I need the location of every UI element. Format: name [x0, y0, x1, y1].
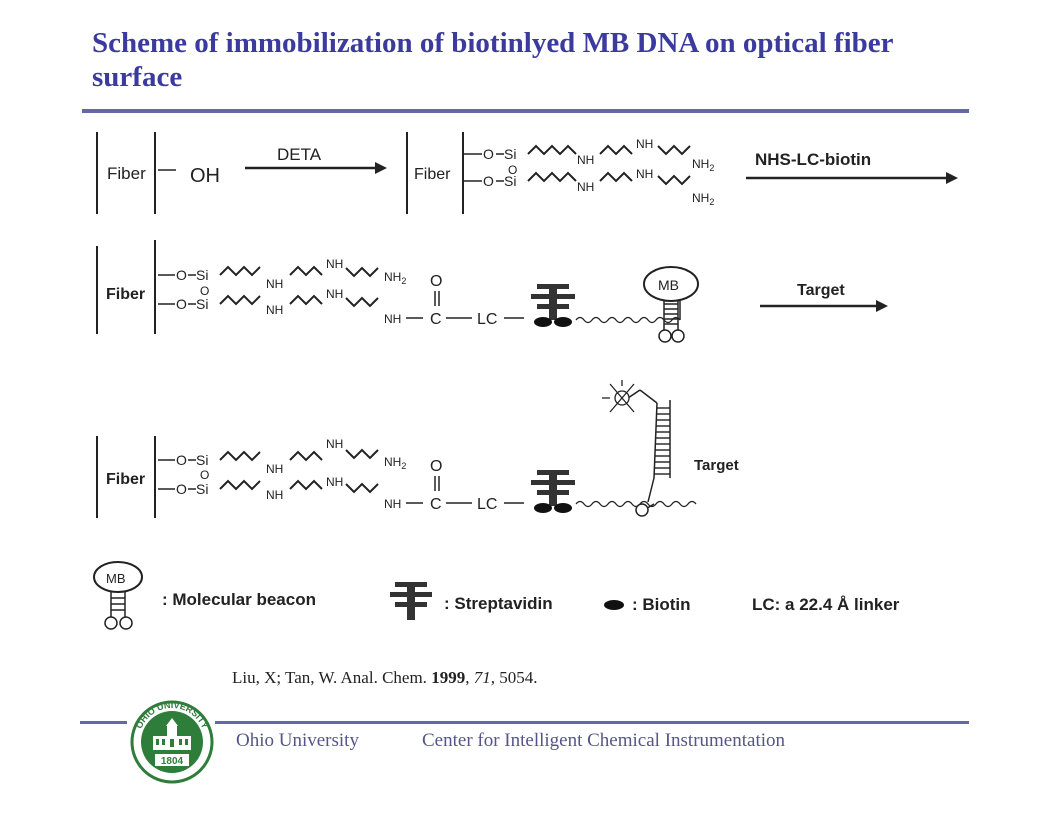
row1-nh2-a: NH2	[692, 157, 714, 173]
row1-reaction: Fiber OH DETA Fiber O Si O O Si NH NH NH…	[96, 132, 958, 214]
row2-nh-c: NH	[266, 303, 283, 317]
row2-target-label: Target	[797, 282, 845, 299]
row1-oh-label: OH	[190, 165, 220, 187]
citation-volume: 71	[473, 668, 491, 687]
row2-nh-d: NH	[326, 287, 343, 301]
citation: Liu, X; Tan, W. Anal. Chem. 1999, 71, 50…	[232, 668, 537, 688]
row1-nh-d: NH	[636, 167, 653, 181]
row3-fluorophore-icon	[602, 380, 635, 413]
row1-si2: Si	[504, 173, 516, 189]
row2-reaction: Fiber O Si O O Si NH NH NH2 NH NH NH O C…	[96, 240, 888, 343]
row3-o1: O	[176, 452, 187, 468]
row3-quencher-icon	[635, 503, 649, 517]
row3-nh-a: NH	[266, 462, 283, 476]
legend-biotin-icon	[604, 600, 624, 610]
legend-streptavidin-text: : Streptavidin	[444, 594, 553, 613]
row1-fiber-label: Fiber	[107, 164, 146, 183]
footer-divider-left	[80, 721, 127, 724]
row2-carbonyl-o: O	[430, 273, 442, 290]
row1-nh-b: NH	[636, 137, 653, 151]
row1-nh-c: NH	[577, 180, 594, 194]
row2-mb-label: MB	[658, 277, 679, 293]
row3-streptavidin-icon	[531, 470, 575, 513]
row2-lc: LC	[477, 311, 497, 328]
row2-fiber-label: Fiber	[106, 286, 145, 303]
row3-si1: Si	[196, 452, 208, 468]
immobilization-scheme: Fiber OH DETA Fiber O Si O O Si NH NH NH…	[93, 132, 958, 630]
legend-lc-text: LC: a 22.4 Å linker	[752, 595, 900, 614]
row2-o1: O	[176, 267, 187, 283]
citation-pages: , 5054.	[490, 668, 538, 687]
row1-o2: O	[483, 173, 494, 189]
row2-c: C	[430, 311, 442, 328]
row3-nh-d: NH	[326, 475, 343, 489]
legend-biotin-text: : Biotin	[632, 595, 691, 614]
row2-nh-e: NH	[384, 312, 401, 326]
footer-divider-right	[215, 721, 969, 724]
row2-streptavidin-icon	[531, 284, 575, 327]
row3-nh2: NH2	[384, 455, 406, 471]
legend-streptavidin-icon	[390, 582, 432, 620]
footer-university: Ohio University	[236, 730, 359, 751]
row2-nh-b: NH	[326, 257, 343, 271]
row3-o-mid: O	[200, 468, 209, 482]
legend-mb-icon-label: MB	[106, 571, 126, 586]
seal-year: 1804	[161, 756, 184, 767]
ohio-university-seal-icon: OHIO UNIVERSITY 1804	[130, 700, 214, 784]
slide-title: Scheme of immobilization of biotinlyed M…	[92, 27, 893, 93]
row1-nh-a: NH	[577, 153, 594, 167]
row2-nh-a: NH	[266, 277, 283, 291]
citation-year: 1999	[431, 668, 466, 687]
row3-nh-b: NH	[326, 437, 343, 451]
row1-o1: O	[483, 146, 494, 162]
row2-o-mid: O	[200, 284, 209, 298]
row3-hybridized: Fiber O Si O O Si NH NH NH2 NH NH NH O C…	[96, 380, 739, 518]
row3-nh-c: NH	[266, 488, 283, 502]
legend-mb-icon: MB	[93, 561, 143, 630]
citation-sep: ,	[465, 668, 470, 687]
legend-mb-text: : Molecular beacon	[162, 590, 316, 609]
row3-si2: Si	[196, 481, 208, 497]
row1-nhs-label: NHS-LC-biotin	[755, 150, 871, 169]
row1-deta-label: DETA	[277, 145, 322, 164]
row1-o-mid: O	[508, 163, 517, 177]
row2-nh2: NH2	[384, 270, 406, 286]
row1-fiber2-label: Fiber	[414, 166, 451, 183]
row3-nh-e: NH	[384, 497, 401, 511]
title-divider	[82, 109, 969, 113]
row3-o2: O	[176, 481, 187, 497]
row1-si1: Si	[504, 146, 516, 162]
row2-o2: O	[176, 296, 187, 312]
legend: MB : Molecular beacon : Streptavidin : B…	[93, 561, 900, 630]
citation-authors: Liu, X; Tan, W. Anal. Chem.	[232, 668, 427, 687]
row2-si2: Si	[196, 296, 208, 312]
row3-c: C	[430, 496, 442, 513]
row2-si1: Si	[196, 267, 208, 283]
row1-nh2-b: NH2	[692, 191, 714, 207]
row3-carbonyl-o: O	[430, 458, 442, 475]
footer-center-name: Center for Intelligent Chemical Instrume…	[422, 730, 786, 751]
row3-lc: LC	[477, 496, 497, 513]
row3-fiber-label: Fiber	[106, 471, 145, 488]
row3-target-label: Target	[694, 457, 739, 474]
